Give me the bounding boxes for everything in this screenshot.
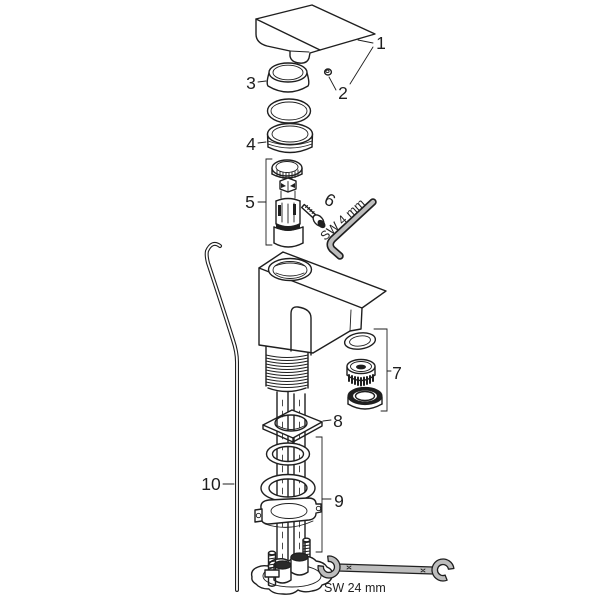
o-ring-and-fastening-set [254, 442, 322, 560]
callout-3-label: 3 [246, 73, 256, 93]
callout-10: 10 [201, 474, 235, 494]
cartridge [271, 159, 304, 248]
cartridge-opening [267, 257, 313, 282]
wrench-label: SW 24 mm [324, 581, 386, 595]
o-ring-small [266, 98, 312, 124]
aerator-washer [343, 332, 377, 350]
callout-8: 8 [322, 411, 343, 431]
callout-6-label: 6 [321, 189, 339, 211]
callout-5-label: 5 [245, 192, 255, 212]
threaded-shank [265, 345, 309, 393]
mounting-clamp [254, 497, 322, 528]
cartridge-retaining-nut [266, 122, 314, 154]
callout-2: 2 [328, 76, 348, 103]
callout-3: 3 [246, 73, 267, 93]
square-base-gasket [262, 409, 323, 443]
callout-7: 7 [373, 328, 402, 412]
connection-hose [204, 241, 239, 592]
callout-2-label: 2 [338, 83, 348, 103]
lever-handle [255, 4, 376, 64]
callout-6: 6 [321, 189, 339, 211]
handle-screw [323, 68, 333, 76]
pipe-fitting-right [290, 552, 309, 576]
open-end-wrench: SW 24 mm [317, 555, 455, 595]
mounting-flange [250, 550, 334, 595]
callout-1-label: 1 [376, 33, 386, 53]
escutcheon-sleeve [266, 62, 310, 93]
callout-5: 5 [245, 158, 273, 246]
aerator-ring [347, 386, 383, 410]
o-ring-medium [265, 442, 311, 466]
threaded-stud-left [264, 550, 280, 587]
callout-4: 4 [246, 134, 267, 154]
aerator-insert [346, 358, 376, 387]
callout-1: 1 [349, 33, 386, 85]
callout-9: 9 [315, 436, 344, 553]
callout-8-label: 8 [333, 411, 343, 431]
callout-7-label: 7 [392, 363, 402, 383]
callout-10-label: 10 [201, 474, 221, 494]
set-screw [301, 203, 326, 229]
aerator-set [343, 332, 383, 410]
faucet-body [258, 251, 387, 566]
callout-4-label: 4 [246, 134, 256, 154]
callout-9-label: 9 [334, 491, 344, 511]
